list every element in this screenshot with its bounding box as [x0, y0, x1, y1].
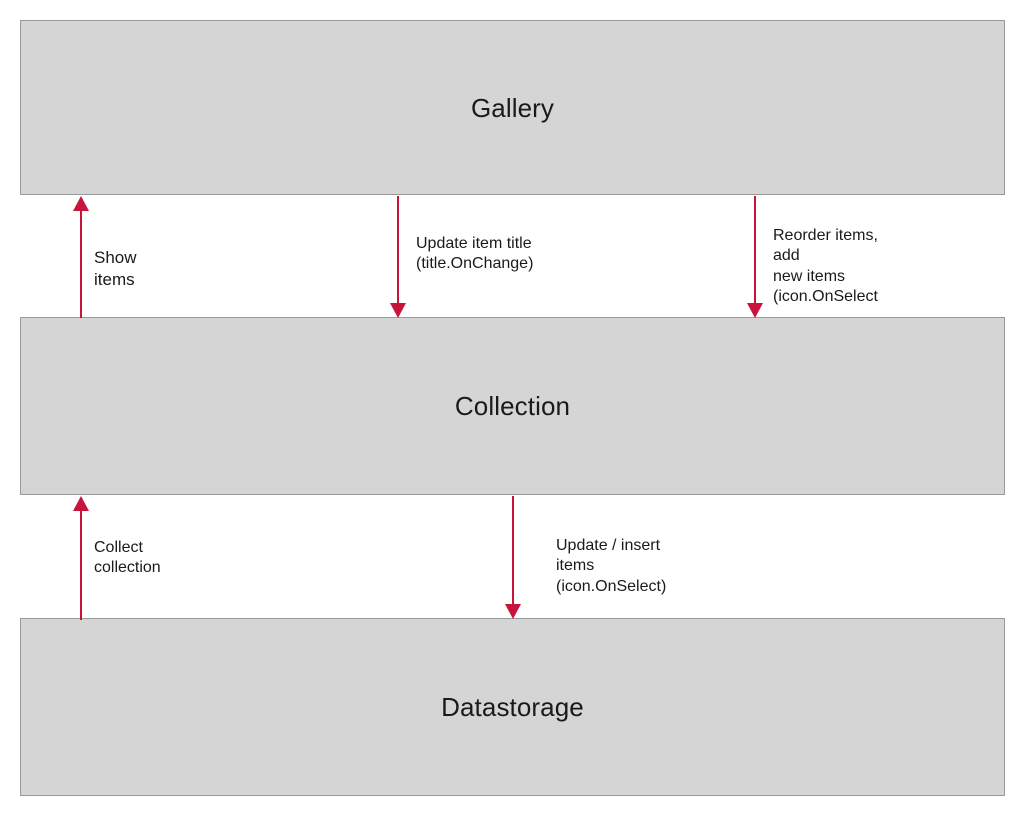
edge-reorder-items-label: Reorder items, add new items (icon.OnSel… — [773, 227, 878, 306]
node-datastorage-label: Datastorage — [441, 692, 584, 722]
edge-show-items-label: Show items — [94, 248, 137, 289]
arrowhead-up-icon — [73, 496, 89, 511]
edge-collect-collection-label: Collect collection — [94, 539, 161, 577]
edge-update-insert-items-line — [512, 496, 514, 608]
edge-show-items-line — [80, 210, 82, 318]
node-datastorage[interactable]: Datastorage — [20, 618, 1005, 796]
arrowhead-down-icon — [390, 303, 406, 318]
arrowhead-down-icon — [747, 303, 763, 318]
node-gallery-label: Gallery — [470, 92, 555, 123]
node-collection[interactable]: Collection — [20, 317, 1005, 495]
edge-reorder-items-line — [754, 196, 756, 307]
node-collection-label: Collection — [454, 391, 571, 421]
arrowhead-up-icon — [73, 196, 89, 211]
edge-collect-collection-line — [80, 510, 82, 620]
edge-update-item-title-label: Update item title (title.OnChange) — [416, 235, 534, 273]
edge-update-item-title-line — [397, 196, 399, 307]
edge-update-insert-items-label: Update / insert items (icon.OnSelect) — [556, 537, 667, 595]
arrowhead-down-icon — [505, 604, 521, 619]
node-gallery[interactable]: Gallery — [20, 20, 1005, 195]
